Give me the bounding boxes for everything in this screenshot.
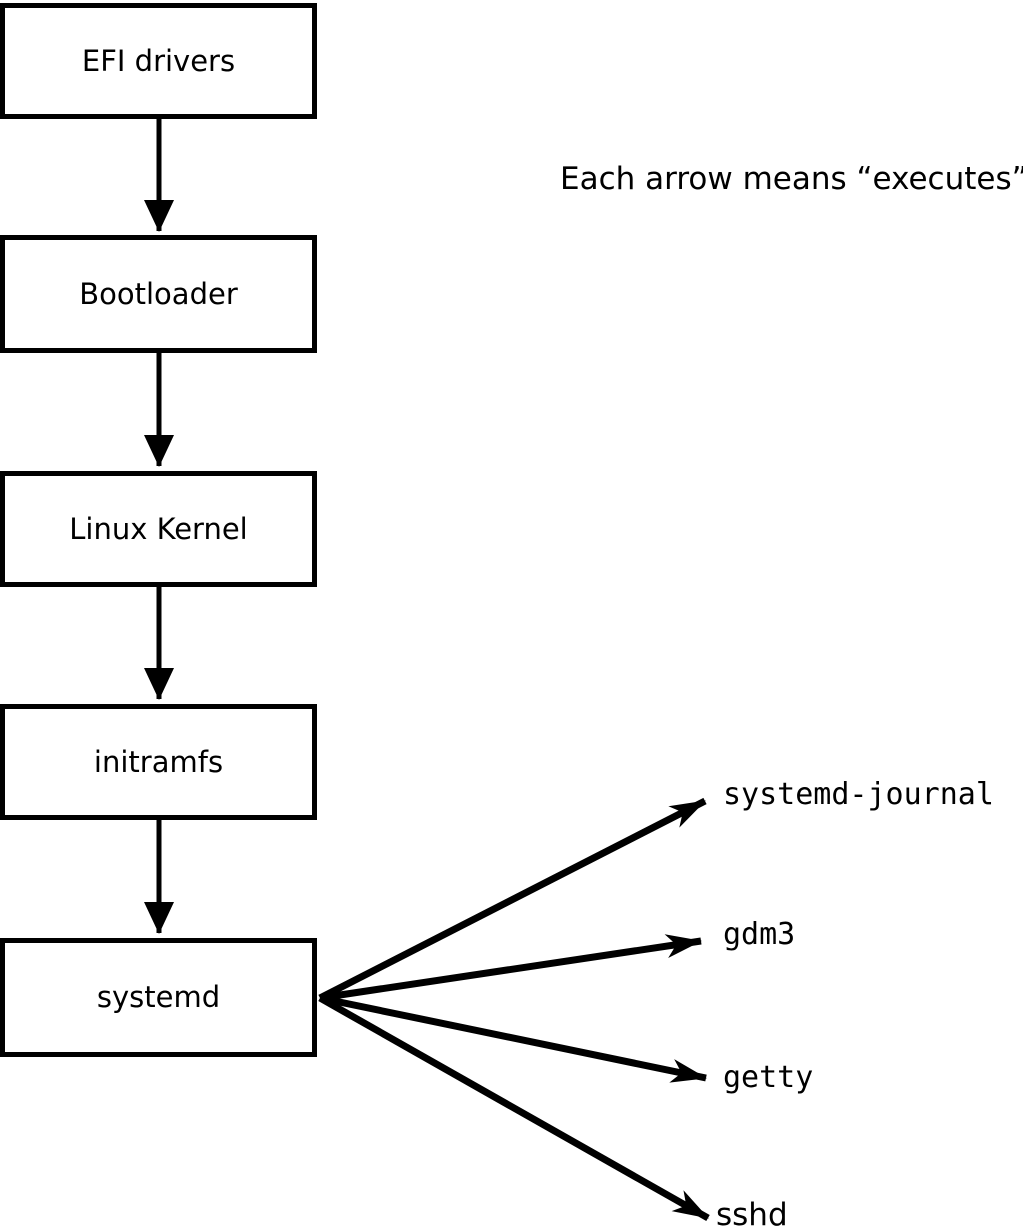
node-linux-kernel-label: Linux Kernel [69, 511, 248, 546]
node-initramfs: initramfs [0, 704, 317, 820]
label-getty: getty [723, 1060, 814, 1095]
label-systemd-journal: systemd-journal [723, 777, 994, 812]
node-systemd: systemd [0, 938, 317, 1057]
label-sshd: sshd [716, 1197, 788, 1230]
label-gdm3: gdm3 [723, 917, 796, 952]
arrow-systemd-to-getty [319, 994, 707, 1083]
node-systemd-label: systemd [96, 980, 221, 1014]
caption: Each arrow means “executes”. [560, 161, 1023, 197]
node-bootloader: Bootloader [0, 235, 317, 353]
node-efi-drivers-label: EFI drivers [81, 43, 236, 78]
node-linux-kernel: Linux Kernel [0, 471, 317, 587]
arrow-systemd-to-gdm3 [319, 934, 702, 1002]
arrow-systemd-to-sshd [318, 994, 710, 1222]
node-initramfs-label: initramfs [93, 744, 224, 779]
node-efi-drivers: EFI drivers [0, 3, 317, 119]
node-bootloader-label: Bootloader [79, 276, 238, 311]
arrow-systemd-to-journal [318, 797, 707, 1002]
